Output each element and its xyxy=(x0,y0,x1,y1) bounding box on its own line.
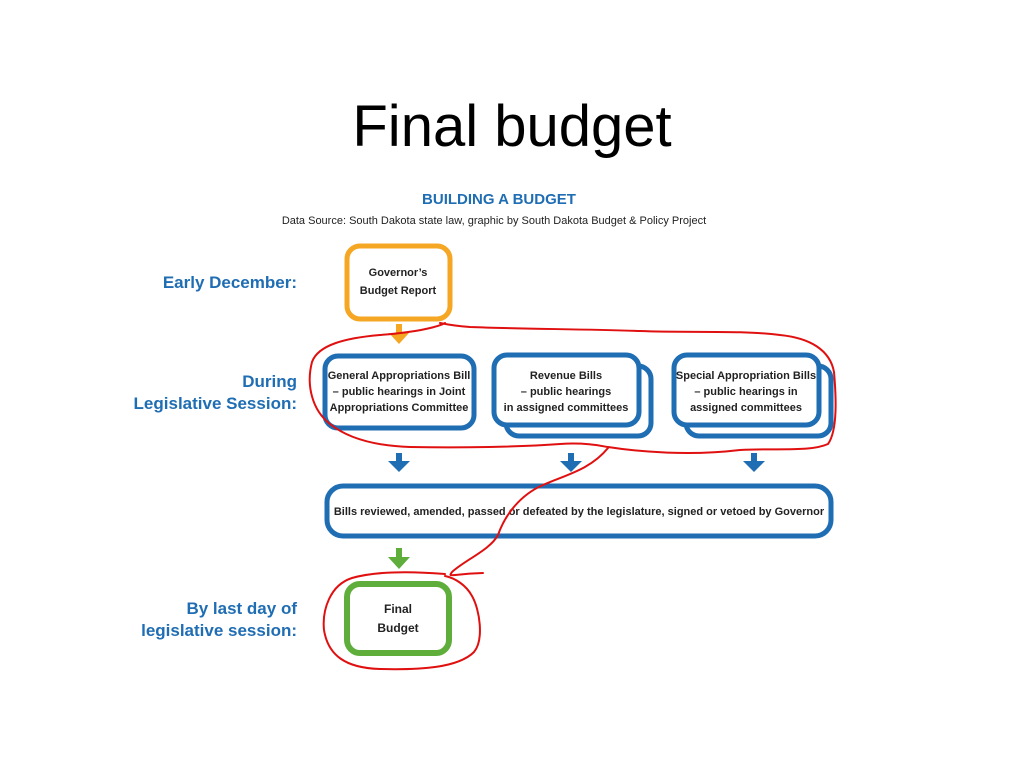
red-encircle-final xyxy=(322,571,481,671)
orange-arrow-icon xyxy=(389,324,409,344)
blue-arrow-icon xyxy=(560,453,582,472)
special-box-line2: – public hearings in xyxy=(694,386,798,398)
final-box-line1: Final xyxy=(384,602,412,616)
special-box-line1: Special Appropriation Bills xyxy=(676,370,816,382)
slide-title: Final budget xyxy=(352,94,672,159)
final-budget-box: Final Budget xyxy=(344,581,452,656)
bills-reviewed-box: Bills reviewed, amended, passed or defea… xyxy=(324,483,834,539)
governor-box-line2: Budget Report xyxy=(360,285,437,297)
blue-arrow-icon xyxy=(743,453,765,472)
general-appropriations-box: General Appropriations Bill – public hea… xyxy=(322,353,477,431)
general-box-line2: – public hearings in Joint xyxy=(333,386,466,398)
governor-budget-report-box: Governor’s Budget Report xyxy=(344,243,453,322)
final-box-line2: Budget xyxy=(377,621,418,635)
stage-label-during: During xyxy=(242,372,297,391)
revenue-box-line3: in assigned committees xyxy=(504,402,629,414)
governor-box-line1: Governor’s xyxy=(369,267,428,279)
bills-reviewed-text: Bills reviewed, amended, passed or defea… xyxy=(334,506,825,518)
revenue-bills-box: Revenue Bills – public hearings in assig… xyxy=(491,352,654,439)
special-appropriation-box: Special Appropriation Bills – public hea… xyxy=(671,352,834,439)
stage-label-legislative-session-end: legislative session: xyxy=(141,621,297,640)
green-arrow-icon xyxy=(388,548,410,569)
blue-arrow-icon xyxy=(388,453,410,472)
red-connector-line xyxy=(449,447,609,577)
stage-label-legislative-session: Legislative Session: xyxy=(134,394,297,413)
figure-title: BUILDING A BUDGET xyxy=(422,191,576,208)
revenue-box-line2: – public hearings xyxy=(521,386,611,398)
special-box-line3: assigned committees xyxy=(690,402,802,414)
red-annotation-marks xyxy=(308,322,837,671)
red-encircle-bills xyxy=(308,322,837,454)
stage-label-by-last-day: By last day of xyxy=(186,599,297,618)
general-box-line1: General Appropriations Bill xyxy=(328,370,471,382)
figure-source: Data Source: South Dakota state law, gra… xyxy=(282,215,706,227)
general-box-line3: Appropriations Committee xyxy=(330,402,469,414)
revenue-box-line1: Revenue Bills xyxy=(530,370,602,382)
stage-label-early-december: Early December: xyxy=(163,273,297,292)
